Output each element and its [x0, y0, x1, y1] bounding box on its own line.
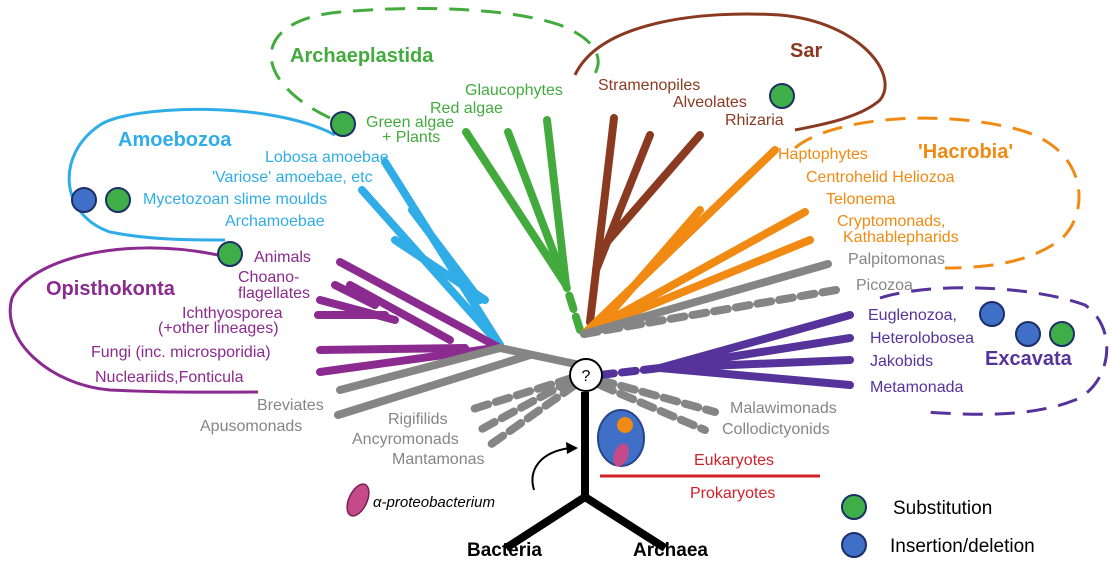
substitution-marker-excavata [1050, 322, 1074, 346]
label-eukaryotes: Eukaryotes [694, 452, 774, 469]
excavata-labels: Euglenozoa, Heterolobosea Jakobids Metam… [868, 307, 974, 396]
taxon-apusomonads: Apusomonads [200, 418, 302, 435]
taxon-nucleariids: Nucleariids,Fonticula [95, 369, 244, 386]
opisthokonta-labels: Animals Choano- flagellates Ichthyospore… [91, 249, 311, 386]
group-hacrobia: 'Hacrobia' [918, 141, 1013, 163]
endosymbiosis-arrow [533, 448, 571, 490]
proteobacterium-icon [343, 481, 374, 519]
hacrobia-branches [584, 150, 810, 334]
taxon-animals: Animals [254, 249, 311, 266]
legend-indel-swatch [842, 533, 866, 557]
taxon-plants: + Plants [382, 129, 440, 146]
label-bacteria: Bacteria [467, 540, 542, 561]
taxon-euglenozoa: Euglenozoa, [868, 307, 957, 324]
taxon-variose: 'Variose' amoebae, etc [212, 169, 373, 186]
taxon-malawimonads: Malawimonads [730, 400, 837, 417]
eukaryotic-cell-icon [598, 410, 644, 469]
group-sar: Sar [790, 40, 822, 62]
taxon-fungi: Fungi (inc. microsporidia) [91, 344, 271, 361]
taxon-kathablepharids: Kathablepharids [843, 229, 959, 246]
sar-labels: Stramenopiles Alveolates Rhizaria [598, 77, 784, 129]
group-amoebozoa: Amoebozoa [118, 129, 232, 151]
taxon-choano-1: Choano- [238, 269, 299, 286]
taxon-metamonada: Metamonada [870, 379, 963, 396]
taxon-glaucophytes: Glaucophytes [465, 82, 563, 99]
indel-marker-amoebozoa [72, 188, 96, 212]
taxon-jakobids: Jakobids [870, 353, 933, 370]
substitution-marker-amoebozoa [106, 188, 130, 212]
unknown-root-mark: ? [582, 368, 591, 385]
label-prokaryotes: Prokaryotes [690, 485, 775, 502]
taxon-collodictyonids: Collodictyonids [722, 421, 830, 438]
taxon-picozoa: Picozoa [856, 277, 913, 294]
substitution-marker-opisthokonta [218, 242, 242, 266]
taxon-cryptomonads: Cryptomonads, [837, 213, 946, 230]
substitution-marker-archaeplastida [331, 112, 355, 136]
legend-indel-label: Insertion/deletion [890, 536, 1035, 557]
substitution-marker-sar [770, 84, 794, 108]
taxon-haptophytes: Haptophytes [778, 146, 868, 163]
taxon-centrohelid: Centrohelid Heliozoa [806, 169, 955, 186]
taxon-archamoebae: Archamoebae [225, 213, 325, 230]
indel-marker-excavata [1016, 322, 1040, 346]
arrowhead-icon [566, 442, 578, 454]
taxon-heterolobosea: Heterolobosea [870, 330, 974, 347]
taxon-mantamonas: Mantamonas [392, 451, 485, 468]
taxon-ichthyosporea-2: (+other lineages) [158, 320, 279, 337]
taxon-ancyromonads: Ancyromonads [352, 431, 459, 448]
taxon-breviates: Breviates [257, 397, 324, 414]
group-opisthokonta: Opisthokonta [46, 278, 176, 300]
taxon-lobosa: Lobosa amoebae [265, 149, 389, 166]
label-proteobacterium: α-proteobacterium [373, 494, 495, 511]
taxon-rigifilids: Rigifilids [388, 411, 448, 428]
amoebozoa-labels: Lobosa amoebae 'Variose' amoebae, etc My… [143, 149, 389, 230]
taxon-stramenopiles: Stramenopiles [598, 77, 700, 94]
taxon-palpitomonas: Palpitomonas [848, 251, 945, 268]
group-excavata: Excavata [985, 348, 1073, 370]
legend-substitution-swatch [842, 495, 866, 519]
legend-substitution-label: Substitution [893, 498, 992, 519]
group-archaeplastida: Archaeplastida [290, 45, 434, 67]
taxon-telonema: Telonema [826, 191, 895, 208]
legend: Substitution Insertion/deletion [842, 495, 1035, 557]
taxon-choano-2: flagellates [238, 285, 310, 302]
taxon-mycetozoan: Mycetozoan slime moulds [143, 191, 327, 208]
taxon-alveolates: Alveolates [673, 94, 747, 111]
taxon-rhizaria: Rhizaria [725, 112, 784, 129]
indel-marker-euglenozoa [980, 302, 1004, 326]
label-archaea: Archaea [633, 540, 708, 561]
